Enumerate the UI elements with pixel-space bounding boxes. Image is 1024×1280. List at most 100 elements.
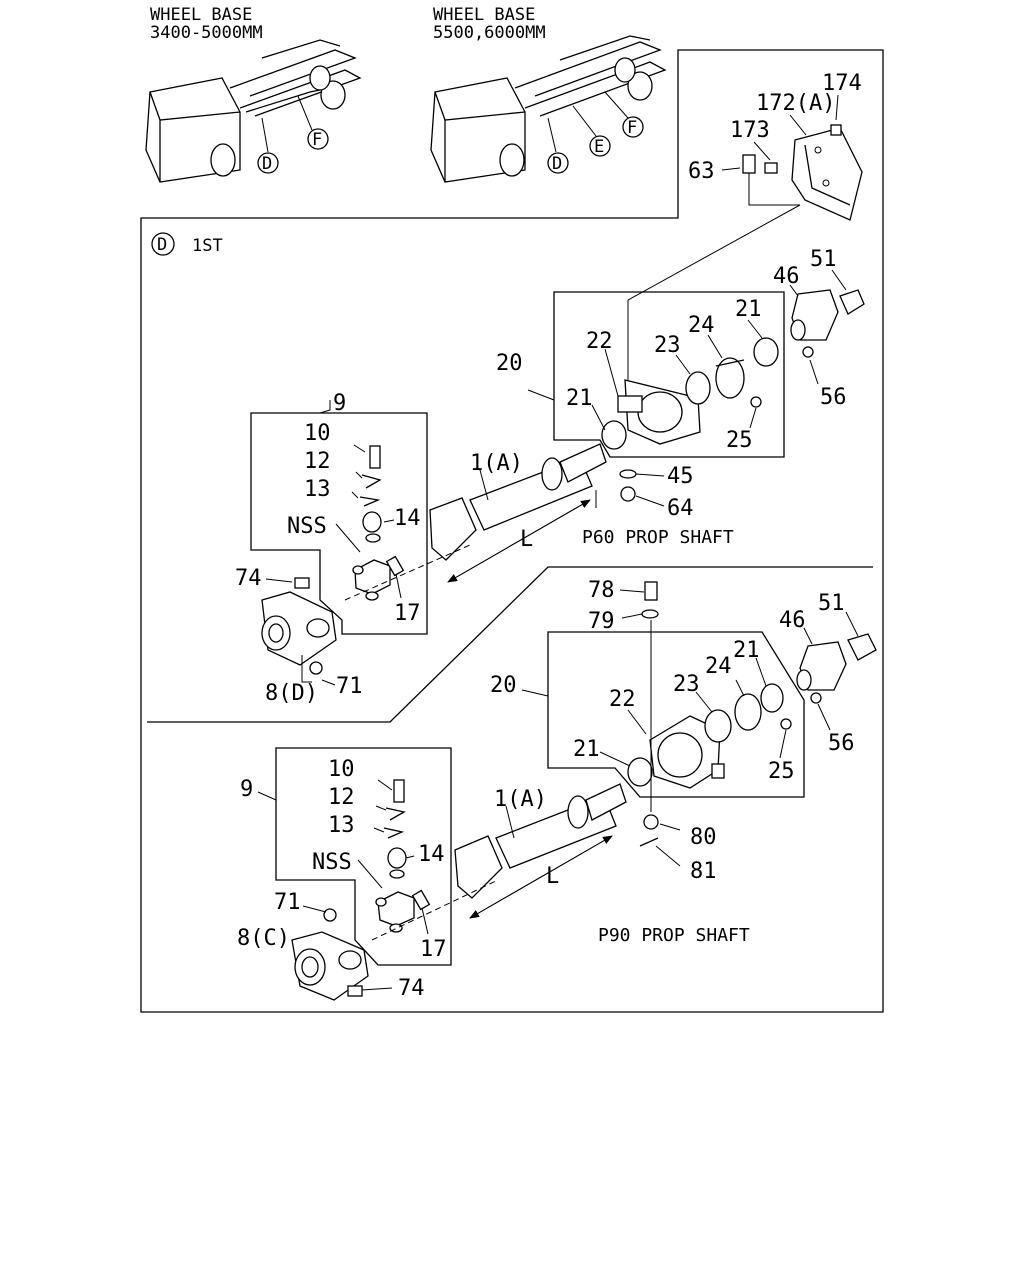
p60-caption: P60 PROP SHAFT	[582, 527, 734, 548]
spider-nss	[352, 559, 391, 601]
p60-prop-shaft-group: L	[235, 247, 865, 706]
washer-79	[641, 609, 659, 619]
callout-f: F	[627, 118, 637, 138]
callout-172-a: 172(A)	[756, 91, 835, 116]
section-title: 1ST	[192, 236, 223, 256]
bearing-23	[704, 709, 732, 743]
callout-20: 20	[490, 673, 517, 698]
cushion-22	[617, 395, 643, 413]
mount-bracket-assembly: 174 172(A) 173 63	[627, 71, 863, 400]
flange-8c	[291, 931, 369, 1001]
callout-24: 24	[688, 313, 715, 338]
truck-chassis-illustration-right	[430, 35, 667, 183]
seal-21-b	[753, 337, 779, 367]
callout-25: 25	[768, 759, 795, 784]
callout-8-d: 8(D)	[265, 681, 318, 706]
bolt-56	[802, 346, 814, 358]
callout-12: 12	[328, 785, 355, 810]
marker-d-right: D	[547, 152, 569, 174]
section-divider	[147, 566, 873, 723]
bearing-cup-14	[387, 847, 407, 869]
prop-shaft-1a	[454, 783, 627, 899]
callout-64: 64	[667, 496, 694, 521]
callout-12: 12	[304, 449, 331, 474]
nut-174	[830, 124, 842, 136]
callout-45: 45	[667, 464, 694, 489]
grease-nipple-17	[411, 889, 431, 911]
marker-d-left: D	[257, 152, 279, 174]
callout-9: 9	[333, 391, 346, 416]
bolt-10	[393, 779, 405, 803]
truck-chassis-illustration-left	[145, 39, 362, 183]
callout-21: 21	[735, 297, 762, 322]
wheelbase-title-left: WHEEL BASE	[150, 5, 252, 25]
bolt-74	[347, 985, 363, 997]
callout-22: 22	[609, 687, 636, 712]
lockplate-12	[361, 474, 382, 489]
callout-13: 13	[304, 477, 331, 502]
callout-17: 17	[420, 937, 447, 962]
callout-46: 46	[779, 608, 806, 633]
callout-e: E	[594, 137, 604, 157]
callout-21: 21	[566, 386, 593, 411]
callout-1-a: 1(A)	[470, 451, 523, 476]
prop-shaft-1a	[429, 443, 607, 561]
nut-71	[309, 661, 323, 675]
callout-14: 14	[394, 506, 421, 531]
dust-cover-24	[734, 693, 762, 731]
nut-64	[620, 486, 636, 502]
flange-8d	[261, 591, 337, 666]
callout-71: 71	[274, 890, 301, 915]
lockplate-12	[385, 807, 406, 821]
callout-8-c: 8(C)	[237, 926, 290, 951]
callout-d: D	[157, 235, 167, 255]
callout-51: 51	[818, 591, 845, 616]
marker-f-left: F	[307, 128, 329, 150]
callout-21: 21	[733, 638, 760, 663]
p90-dimension-L: L	[546, 864, 559, 889]
bolt-63	[742, 154, 756, 174]
grease-nipple-17	[385, 555, 405, 577]
wheelbase-range-right: 5500,6000MM	[433, 23, 546, 43]
lockplate-13	[359, 496, 381, 507]
callout-174: 174	[822, 71, 862, 96]
spider-nss	[375, 891, 415, 933]
callout-56: 56	[820, 385, 847, 410]
callout-63: 63	[688, 159, 715, 184]
nut-51	[839, 289, 865, 315]
callout-f: F	[312, 130, 322, 150]
callout-9: 9	[240, 777, 253, 802]
callout-46: 46	[773, 264, 800, 289]
bolt-10	[369, 445, 381, 469]
callout-78: 78	[588, 578, 615, 603]
seal-21-a	[627, 757, 653, 787]
callout-13: 13	[328, 813, 355, 838]
callout-d: D	[552, 154, 562, 174]
lockplate-13	[383, 827, 405, 839]
callout-nss: NSS	[312, 850, 352, 875]
p90-caption: P90 PROP SHAFT	[598, 925, 750, 946]
seal-14	[389, 869, 405, 879]
nut-51	[847, 633, 877, 661]
callout-nss: NSS	[287, 514, 327, 539]
callout-56: 56	[828, 731, 855, 756]
callout-74: 74	[398, 976, 425, 1001]
wheelbase-title-right: WHEEL BASE	[433, 5, 535, 25]
callout-d: D	[262, 154, 272, 174]
main-frame	[140, 49, 884, 1013]
callout-81: 81	[690, 859, 717, 884]
bearing-cup-14	[362, 511, 382, 533]
p60-dimension-L: L	[520, 527, 533, 552]
washer-45	[619, 469, 637, 479]
bolt-74	[294, 577, 310, 589]
p90-prop-shaft-group: L	[237, 578, 877, 1001]
callout-22: 22	[586, 329, 613, 354]
bolt-173	[764, 162, 778, 174]
marker-f-right: F	[622, 116, 644, 138]
callout-14: 14	[418, 842, 445, 867]
dust-cover-24	[715, 357, 745, 399]
callout-23: 23	[654, 333, 681, 358]
section-marker: D	[151, 232, 175, 256]
callout-79: 79	[588, 609, 615, 634]
